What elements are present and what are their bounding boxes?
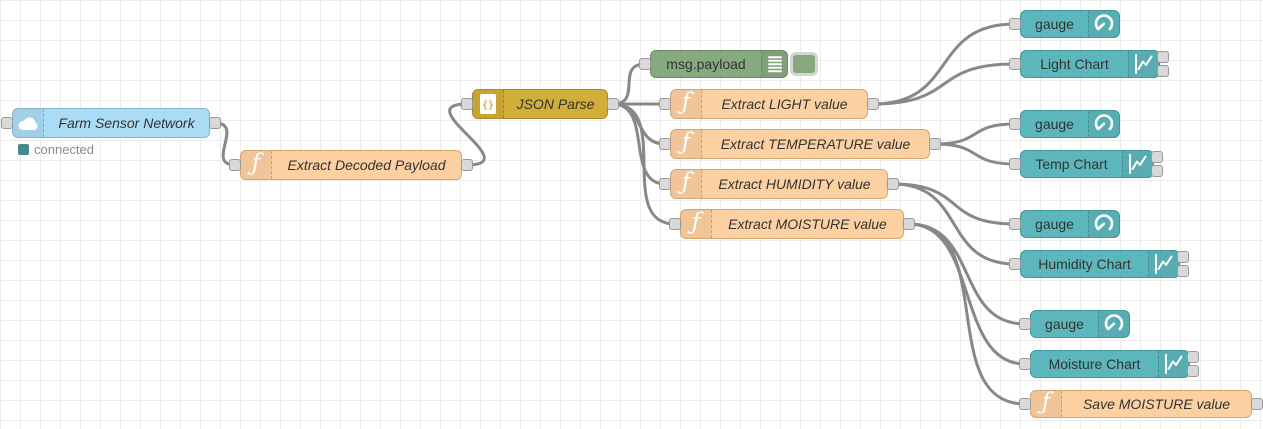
output-port[interactable] [903, 218, 915, 230]
input-port[interactable] [1009, 118, 1021, 130]
node-label: Light Chart [1040, 56, 1109, 72]
input-port[interactable] [461, 98, 473, 110]
gauge-icon [1088, 211, 1119, 237]
input-port[interactable] [659, 98, 671, 110]
node-label: Extract MOISTURE value [728, 216, 887, 232]
cloud-icon [13, 109, 44, 137]
output-port[interactable] [1187, 351, 1199, 363]
input-port[interactable] [1009, 158, 1021, 170]
function-icon: ƒ [671, 90, 702, 118]
node-save-moisture[interactable]: ƒ Save MOISTURE value [1030, 390, 1252, 418]
node-label: JSON Parse [516, 96, 595, 112]
node-gauge-humidity[interactable]: gauge [1020, 210, 1120, 238]
debug-icon [761, 51, 787, 77]
node-label: Temp Chart [1035, 156, 1108, 172]
input-port[interactable] [669, 218, 681, 230]
input-port[interactable] [1009, 18, 1021, 30]
wire[interactable] [871, 22, 1017, 106]
node-extract-decoded-payload[interactable]: ƒ Extract Decoded Payload [240, 150, 462, 180]
node-label: Extract TEMPERATURE value [720, 136, 911, 152]
node-extract-temperature[interactable]: ƒ Extract TEMPERATURE value [670, 129, 930, 159]
input-port[interactable] [229, 159, 241, 171]
chart-icon [1128, 51, 1159, 77]
function-icon: ƒ [241, 151, 272, 179]
output-port[interactable] [1151, 165, 1163, 177]
node-light-chart[interactable]: Light Chart [1020, 50, 1160, 78]
node-extract-moisture[interactable]: ƒ Extract MOISTURE value [680, 209, 904, 239]
node-moisture-chart[interactable]: Moisture Chart [1030, 350, 1190, 378]
gauge-icon [1088, 111, 1119, 137]
chart-icon [1122, 151, 1153, 177]
node-label: gauge [1045, 316, 1084, 332]
node-label: Farm Sensor Network [58, 115, 195, 131]
debug-toggle-button[interactable] [790, 52, 818, 76]
output-port[interactable] [607, 98, 619, 110]
node-temp-chart[interactable]: Temp Chart [1020, 150, 1154, 178]
output-port[interactable] [461, 159, 473, 171]
output-port[interactable] [1157, 51, 1169, 63]
input-port[interactable] [1019, 358, 1031, 370]
output-port[interactable] [1157, 65, 1169, 77]
node-label: Extract LIGHT value [721, 96, 848, 112]
gauge-icon [1098, 311, 1129, 337]
node-extract-light[interactable]: ƒ Extract LIGHT value [670, 89, 868, 119]
output-port[interactable] [929, 138, 941, 150]
input-port[interactable] [1, 117, 13, 129]
function-icon: ƒ [681, 210, 712, 238]
input-port[interactable] [1009, 58, 1021, 70]
node-gauge-moisture[interactable]: gauge [1030, 310, 1130, 338]
node-humidity-chart[interactable]: Humidity Chart [1020, 250, 1180, 278]
wire[interactable] [611, 102, 677, 226]
output-port[interactable] [1177, 265, 1189, 277]
node-label: Extract HUMIDITY value [718, 176, 871, 192]
json-icon: {} [473, 90, 504, 118]
output-port[interactable] [1187, 365, 1199, 377]
input-port[interactable] [1019, 318, 1031, 330]
wire[interactable] [907, 222, 1027, 406]
function-icon: ƒ [1031, 391, 1062, 417]
svg-text:{}: {} [482, 100, 494, 111]
wire[interactable] [213, 121, 237, 167]
input-port[interactable] [639, 58, 651, 70]
function-icon: ƒ [671, 130, 702, 158]
node-msg-payload-debug[interactable]: msg.payload [650, 50, 788, 78]
wire[interactable] [448, 102, 486, 167]
node-gauge-light[interactable]: gauge [1020, 10, 1120, 38]
node-json-parse[interactable]: {} JSON Parse [472, 89, 608, 119]
node-label: Moisture Chart [1048, 356, 1141, 372]
function-icon: ƒ [671, 170, 702, 198]
input-port[interactable] [1019, 398, 1031, 410]
output-port[interactable] [867, 98, 879, 110]
chart-icon [1148, 251, 1179, 277]
gauge-icon [1088, 11, 1119, 37]
input-port[interactable] [659, 178, 671, 190]
input-port[interactable] [1009, 258, 1021, 270]
output-port[interactable] [1251, 398, 1263, 410]
node-label: gauge [1035, 216, 1074, 232]
wire[interactable] [891, 182, 1017, 266]
status-text: connected [34, 142, 94, 157]
node-label: Humidity Chart [1038, 256, 1131, 272]
node-gauge-temp[interactable]: gauge [1020, 110, 1120, 138]
wire[interactable] [933, 142, 1017, 166]
wire[interactable] [871, 62, 1017, 106]
output-port[interactable] [1177, 251, 1189, 263]
node-label: msg.payload [666, 56, 746, 72]
input-port[interactable] [1009, 218, 1021, 230]
status-dot-icon [18, 144, 29, 155]
output-port[interactable] [209, 117, 221, 129]
node-extract-humidity[interactable]: ƒ Extract HUMIDITY value [670, 169, 888, 199]
node-label: Save MOISTURE value [1082, 396, 1231, 412]
node-status: connected [18, 142, 94, 157]
node-label: gauge [1035, 116, 1074, 132]
node-label: Extract Decoded Payload [287, 157, 446, 173]
node-farm-sensor-network[interactable]: Farm Sensor Network [12, 108, 210, 138]
output-port[interactable] [1151, 151, 1163, 163]
input-port[interactable] [659, 138, 671, 150]
node-label: gauge [1035, 16, 1074, 32]
chart-icon [1158, 351, 1189, 377]
output-port[interactable] [887, 178, 899, 190]
wire[interactable] [933, 122, 1017, 146]
